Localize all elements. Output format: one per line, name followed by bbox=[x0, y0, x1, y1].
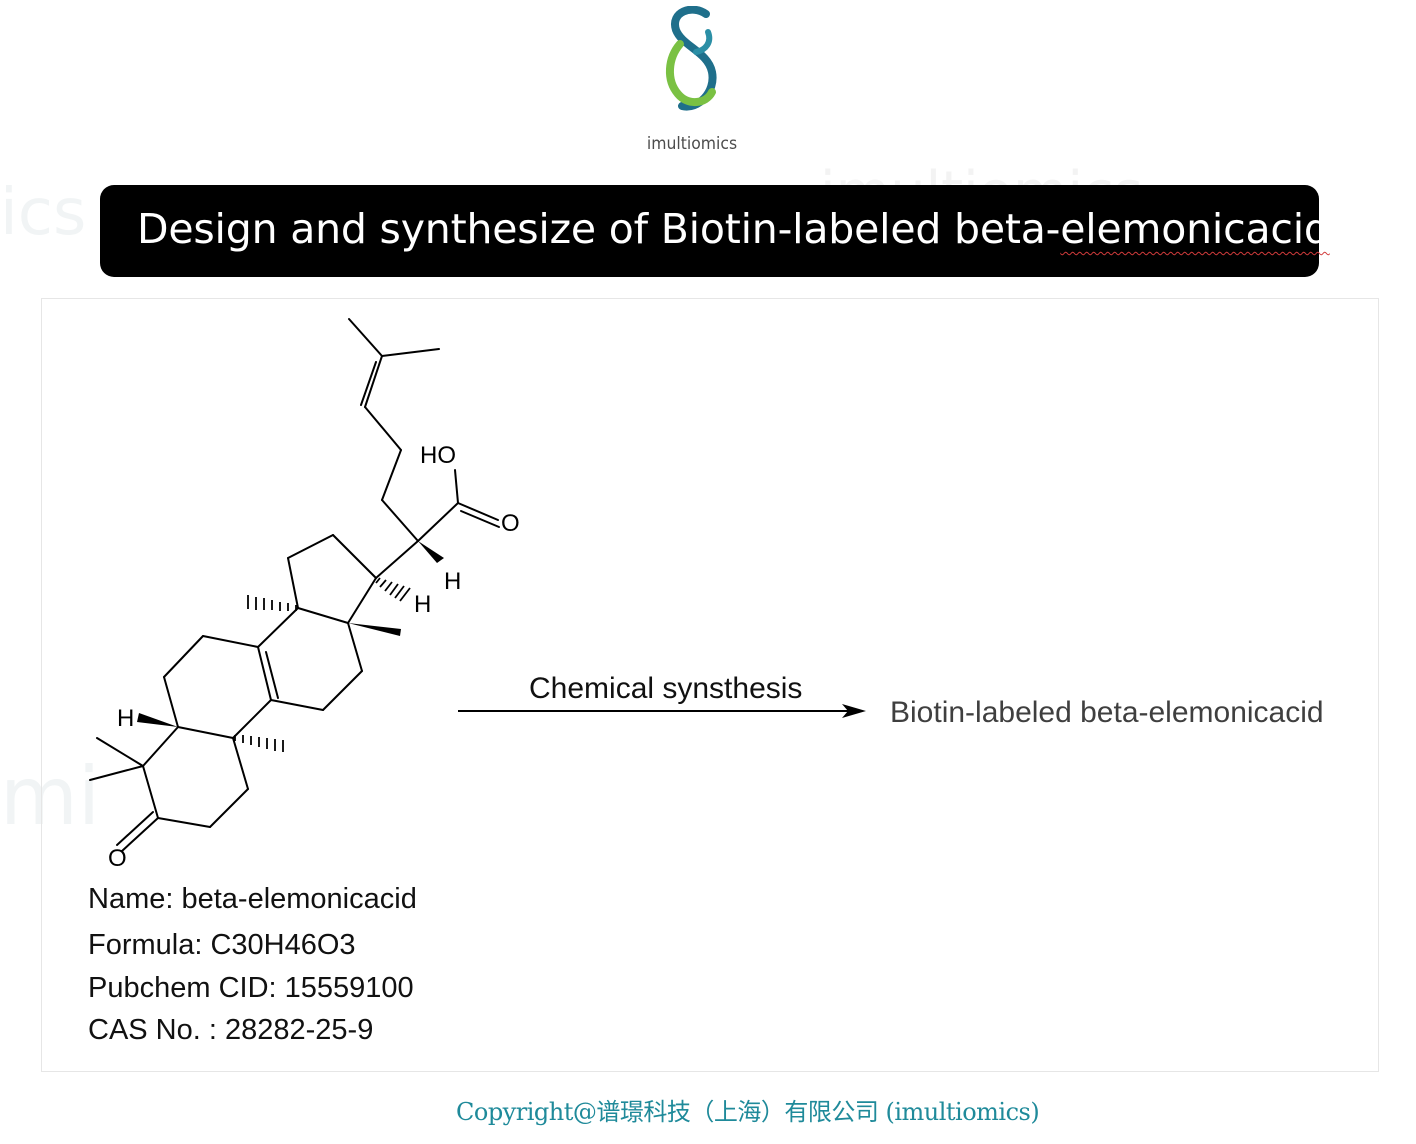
reaction-arrow-label: Chemical synsthesis bbox=[529, 672, 803, 705]
side-chain-hydrogen-label: H bbox=[444, 568, 461, 595]
page-title-suffix: elemonicacid bbox=[1060, 205, 1330, 253]
compound-name: Name: beta-elemonicacid bbox=[88, 883, 417, 915]
imultiomics-logo: imultiomics bbox=[640, 6, 750, 156]
logo-mark-icon bbox=[666, 6, 717, 111]
ketone-oxygen-label: O bbox=[108, 845, 127, 872]
carbonyl-oxygen-label: O bbox=[501, 510, 520, 537]
hydroxyl-label: HO bbox=[420, 442, 456, 469]
product-label: Biotin-labeled beta-elemonicacid bbox=[890, 696, 1324, 729]
logo-brand-text: imultiomics bbox=[646, 134, 738, 154]
compound-cas-number: CAS No. : 28282-25-9 bbox=[88, 1014, 374, 1046]
title-banner: Design and synthesize of Biotin-labeled … bbox=[100, 185, 1330, 277]
content-panel bbox=[41, 298, 1379, 1072]
compound-pubchem-cid: Pubchem CID: 15559100 bbox=[88, 972, 414, 1004]
page-title: Design and synthesize of Biotin-labeled … bbox=[137, 205, 1330, 253]
ring-d-hydrogen-label: H bbox=[414, 591, 431, 618]
page-title-prefix: Design and synthesize of Biotin-labeled … bbox=[137, 205, 1061, 253]
ring-a-hydrogen-label: H bbox=[117, 705, 134, 732]
copyright-footer: Copyright@谱璟科技（上海）有限公司 (imultiomics) bbox=[456, 1098, 1040, 1126]
reaction-arrow-icon bbox=[458, 704, 866, 718]
compound-formula: Formula: C30H46O3 bbox=[88, 929, 356, 961]
beta-elemonicacid-structure: HO O H H H O bbox=[89, 318, 520, 872]
